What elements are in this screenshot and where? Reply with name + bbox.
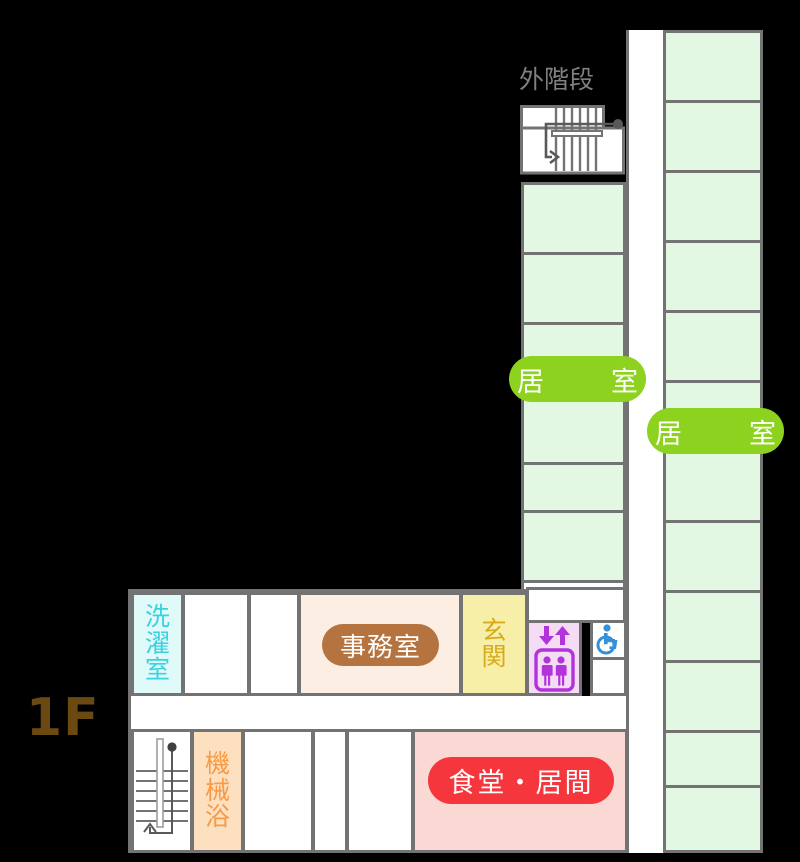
room-upper-generic[interactable] (248, 592, 300, 696)
corridor-wall-left (626, 30, 629, 853)
middle-wing-room[interactable] (521, 392, 626, 465)
right-wing-room[interactable] (663, 100, 763, 173)
room-toilet-cell[interactable] (590, 657, 627, 696)
bottom-block-corridor-strip (131, 696, 626, 729)
shokudo-ima-pill-text: 食堂・居間 (448, 768, 594, 799)
kyoshitsu-right-pill-text: 居 室 (655, 418, 796, 450)
wheelchair-accessible-icon[interactable] (595, 624, 623, 655)
room-sentakushitsu[interactable] (131, 592, 184, 696)
right-wing-room[interactable] (663, 590, 763, 663)
room-lower-generic[interactable] (242, 729, 314, 853)
room-upper-generic[interactable] (182, 592, 250, 696)
outdoor-stair-label: 外階段 (519, 65, 595, 94)
right-wing-room[interactable] (663, 30, 763, 103)
bottom-block-left-wall (128, 589, 131, 853)
right-wing-room[interactable] (663, 240, 763, 313)
right-wing-room[interactable] (663, 170, 763, 243)
jimushitsu-pill-text: 事務室 (339, 632, 421, 663)
floor-label: 1F (26, 688, 100, 748)
middle-wing-room[interactable] (521, 182, 626, 255)
room-lobby-cell[interactable] (526, 587, 626, 623)
right-wing-room[interactable] (663, 450, 763, 523)
outdoor-stair-icon[interactable] (520, 105, 625, 175)
right-wing-room[interactable] (663, 310, 763, 383)
elevator-icon[interactable] (532, 624, 577, 692)
jimushitsu-pill: 事務室 (322, 624, 439, 666)
indoor-stair-icon[interactable] (134, 733, 190, 849)
kyoshitsu-middle-pill: 居 室 (509, 356, 646, 402)
right-wing-room[interactable] (663, 785, 763, 853)
bottom-block-top-wall (128, 589, 528, 592)
right-wing-room[interactable] (663, 660, 763, 733)
shokudo-ima-pill: 食堂・居間 (428, 757, 614, 804)
right-wing-room[interactable] (663, 520, 763, 593)
kyoshitsu-right-pill: 居 室 (647, 408, 784, 454)
middle-wing-room[interactable] (521, 252, 626, 325)
room-lower-generic[interactable] (312, 729, 348, 853)
room-lower-generic[interactable] (346, 729, 414, 853)
middle-wing-room[interactable] (521, 510, 626, 583)
kyoshitsu-middle-pill-text: 居 室 (517, 366, 658, 398)
room-kikaiyoku[interactable] (191, 729, 244, 853)
room-genkan[interactable] (460, 592, 528, 696)
